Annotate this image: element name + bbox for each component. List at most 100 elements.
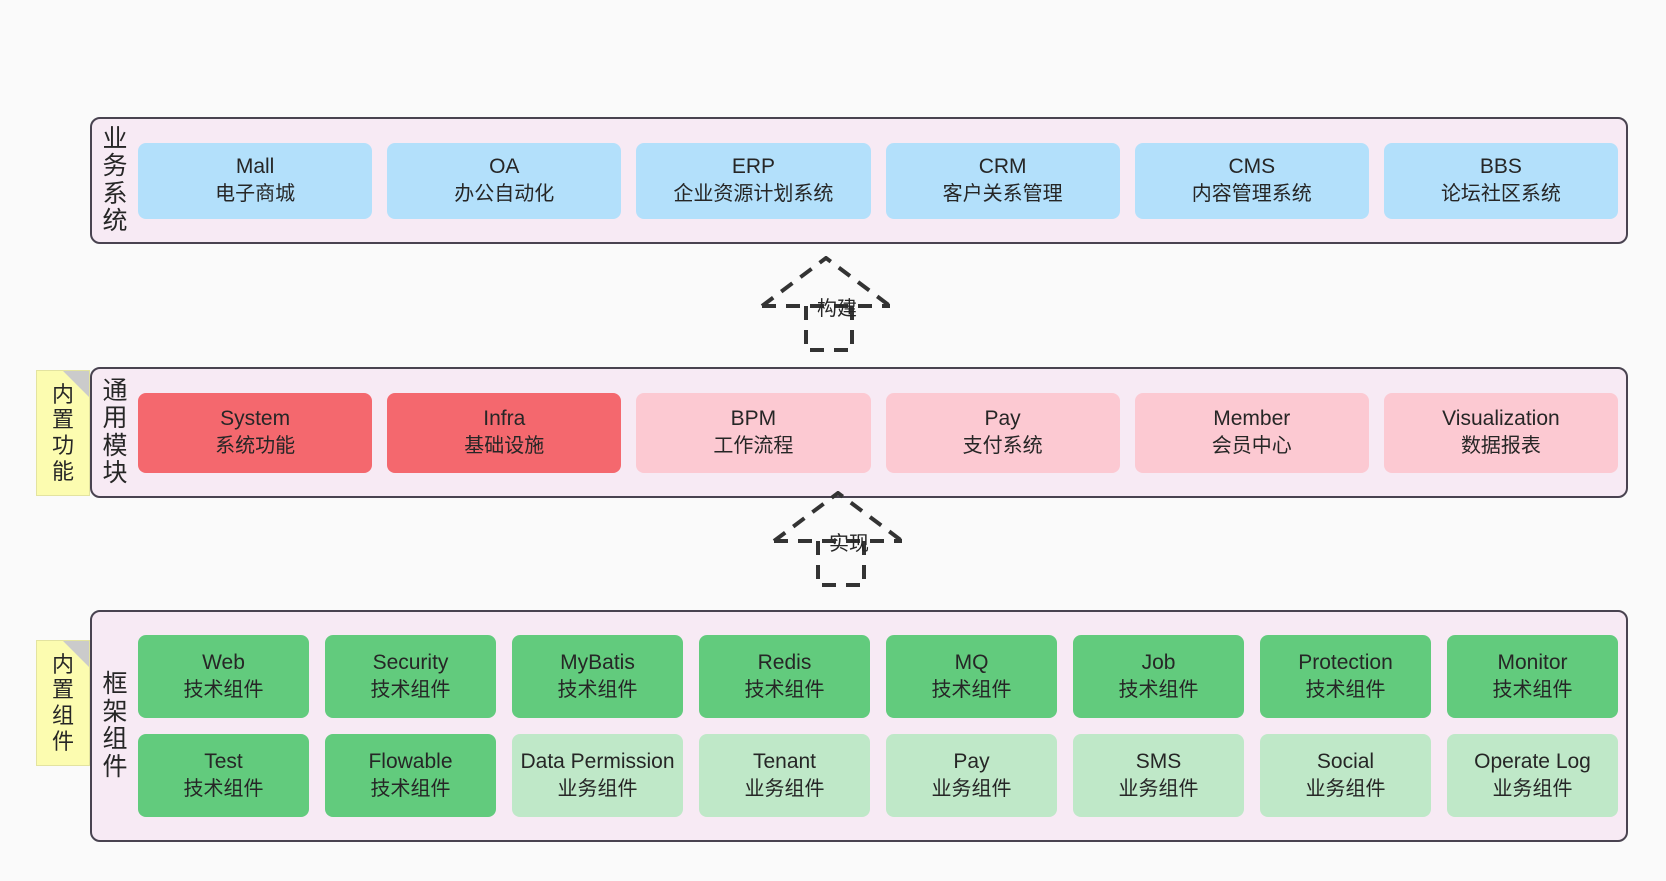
card-title: System: [220, 407, 291, 431]
card-visualization[interactable]: Visualization 数据报表: [1383, 392, 1619, 473]
card-title: Protection: [1298, 651, 1393, 675]
layer-label-char: 块: [102, 459, 128, 487]
card-security[interactable]: Security 技术组件: [325, 635, 496, 718]
layer-label-char: 架: [102, 697, 128, 726]
layer-common-modules[interactable]: 通 用 模 块 System 系统功能 Infra 基础设施 BPM 工作流程 …: [90, 367, 1628, 498]
card-subtitle: 业务组件: [1492, 778, 1573, 801]
card-subtitle: 工作流程: [713, 435, 794, 458]
connector-build[interactable]: 构建: [760, 256, 930, 356]
card-subtitle: 技术组件: [1492, 679, 1573, 702]
layer-label-char: 组: [102, 725, 128, 753]
card-title: Tenant: [752, 750, 817, 774]
card-subtitle: 会员中心: [1211, 435, 1292, 458]
card-monitor[interactable]: Monitor 技术组件: [1447, 635, 1618, 718]
card-cms[interactable]: CMS 内容管理系统: [1134, 142, 1369, 219]
layer-framework-components-label: 框 架 组 件: [92, 612, 138, 840]
note-char: 置: [51, 407, 74, 433]
note-char: 件: [51, 728, 74, 754]
framework-row-technical: Web 技术组件 Security 技术组件 MyBatis 技术组件 Redi…: [138, 635, 1618, 718]
card-subtitle: 业务组件: [744, 778, 825, 801]
card-oa[interactable]: OA 办公自动化: [387, 142, 622, 219]
card-erp[interactable]: ERP 企业资源计划系统: [636, 142, 871, 219]
card-title: SMS: [1135, 750, 1182, 774]
card-subtitle: 技术组件: [370, 679, 451, 702]
card-mq[interactable]: MQ 技术组件: [886, 635, 1057, 718]
note-fold-corner-icon: [63, 641, 89, 667]
card-title: Visualization: [1442, 407, 1560, 431]
card-subtitle: 数据报表: [1460, 435, 1541, 458]
card-title: MyBatis: [560, 651, 635, 675]
card-title: MQ: [954, 651, 989, 675]
layer-common-modules-label: 通 用 模 块: [92, 369, 138, 496]
card-subtitle: 系统功能: [215, 435, 296, 458]
note-char: 能: [51, 458, 74, 484]
card-title: Web: [202, 651, 245, 675]
card-title: ERP: [731, 155, 776, 179]
layer-label-char: 框: [102, 670, 128, 698]
card-sms[interactable]: SMS 业务组件: [1073, 734, 1244, 817]
card-protection[interactable]: Protection 技术组件: [1260, 635, 1431, 718]
card-mall[interactable]: Mall 电子商城: [138, 142, 373, 219]
card-member[interactable]: Member 会员中心: [1134, 392, 1369, 473]
card-subtitle: 办公自动化: [454, 183, 555, 206]
card-subtitle: 基础设施: [464, 435, 545, 458]
card-title: Data Permission: [520, 750, 675, 774]
card-title: CRM: [978, 155, 1027, 179]
card-bbs[interactable]: BBS 论坛社区系统: [1383, 142, 1619, 219]
card-title: Social: [1316, 750, 1375, 774]
dashed-generalization-arrow-icon: [760, 256, 892, 352]
card-flowable[interactable]: Flowable 技术组件: [325, 734, 496, 817]
card-title: BPM: [730, 407, 777, 431]
card-operate-log[interactable]: Operate Log 业务组件: [1447, 734, 1618, 817]
card-title: OA: [489, 155, 520, 179]
card-test[interactable]: Test 技术组件: [138, 734, 309, 817]
card-subtitle: 业务组件: [557, 778, 638, 801]
card-subtitle: 技术组件: [183, 778, 264, 801]
layer-label-char: 用: [102, 404, 128, 432]
card-subtitle: 支付系统: [962, 435, 1043, 458]
note-builtin-function[interactable]: 内 置 功 能: [36, 370, 90, 496]
card-subtitle: 业务组件: [1305, 778, 1386, 801]
card-job[interactable]: Job 技术组件: [1073, 635, 1244, 718]
card-title: Test: [204, 750, 243, 774]
layer-business-systems[interactable]: 业 务 系 统 Mall 电子商城 OA 办公自动化 ERP 企业资源计划系统 …: [90, 117, 1628, 244]
note-builtin-component[interactable]: 内 置 组 件: [36, 640, 90, 766]
card-title: Mall: [235, 155, 275, 179]
card-subtitle: 电子商城: [215, 183, 296, 206]
layer-label-char: 件: [102, 752, 128, 781]
card-mybatis[interactable]: MyBatis 技术组件: [512, 635, 683, 718]
note-char: 置: [51, 677, 74, 703]
card-bpm[interactable]: BPM 工作流程: [636, 392, 871, 473]
card-title: Infra: [483, 407, 526, 431]
layer-label-char: 统: [102, 207, 128, 235]
layer-framework-components[interactable]: 框 架 组 件 Web 技术组件 Security 技术组件 MyBatis 技…: [90, 610, 1628, 842]
card-title: Operate Log: [1474, 750, 1591, 774]
card-redis[interactable]: Redis 技术组件: [699, 635, 870, 718]
card-infra[interactable]: Infra 基础设施: [387, 392, 622, 473]
card-pay-module[interactable]: Pay 支付系统: [885, 392, 1120, 473]
card-title: Pay: [984, 407, 1021, 431]
connector-implement[interactable]: 实现: [772, 491, 942, 591]
card-system[interactable]: System 系统功能: [138, 392, 373, 473]
layer-label-char: 通: [102, 376, 128, 405]
card-pay-component[interactable]: Pay 业务组件: [886, 734, 1057, 817]
card-tenant[interactable]: Tenant 业务组件: [699, 734, 870, 817]
card-title: Flowable: [368, 750, 453, 774]
card-subtitle: 论坛社区系统: [1440, 183, 1561, 206]
card-data-permission[interactable]: Data Permission 业务组件: [512, 734, 683, 817]
layer-label-char: 业: [102, 124, 128, 153]
card-web[interactable]: Web 技术组件: [138, 635, 309, 718]
card-crm[interactable]: CRM 客户关系管理: [885, 142, 1120, 219]
note-char: 组: [51, 703, 74, 728]
card-title: Job: [1141, 651, 1176, 675]
note-char: 功: [51, 433, 74, 458]
card-title: Security: [372, 651, 449, 675]
card-subtitle: 技术组件: [1305, 679, 1386, 702]
card-title: Monitor: [1497, 651, 1568, 675]
layer-label-char: 模: [102, 431, 128, 460]
layer-label-char: 系: [102, 179, 128, 208]
card-subtitle: 技术组件: [370, 778, 451, 801]
card-title: Member: [1213, 407, 1291, 431]
card-subtitle: 技术组件: [557, 679, 638, 702]
card-social[interactable]: Social 业务组件: [1260, 734, 1431, 817]
